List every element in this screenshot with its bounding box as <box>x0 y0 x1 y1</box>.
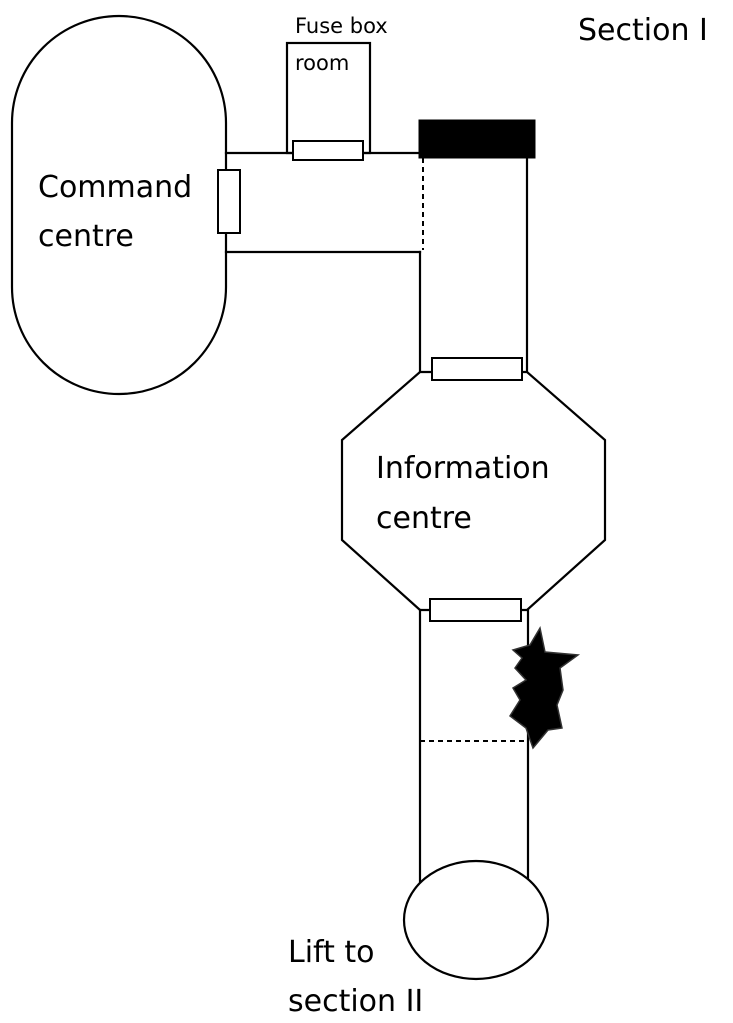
lift-room <box>402 859 550 981</box>
door-fuse-box-room <box>292 140 364 161</box>
lift-label-line1: Lift to <box>288 935 375 970</box>
door-information-centre-bottom <box>429 598 522 622</box>
command-centre-room <box>10 14 228 396</box>
information-centre-label-line1: Information <box>376 451 550 486</box>
information-centre-room <box>340 370 607 612</box>
command-centre-label-line2: centre <box>38 219 134 254</box>
blocked-passage <box>418 119 536 159</box>
door-command-centre <box>217 169 241 234</box>
command-centre-label-line1: Command <box>38 170 192 205</box>
section-title: Section I <box>578 13 708 48</box>
door-information-centre-top <box>431 357 523 381</box>
fuse-box-room <box>285 41 372 155</box>
wall-breach <box>508 625 581 750</box>
fuse-box-room-label-line2: room <box>295 51 349 75</box>
lift-label-line2: section II <box>288 984 423 1019</box>
fuse-box-room-label-line1: Fuse box <box>295 14 388 38</box>
information-centre-label-line2: centre <box>376 501 472 536</box>
